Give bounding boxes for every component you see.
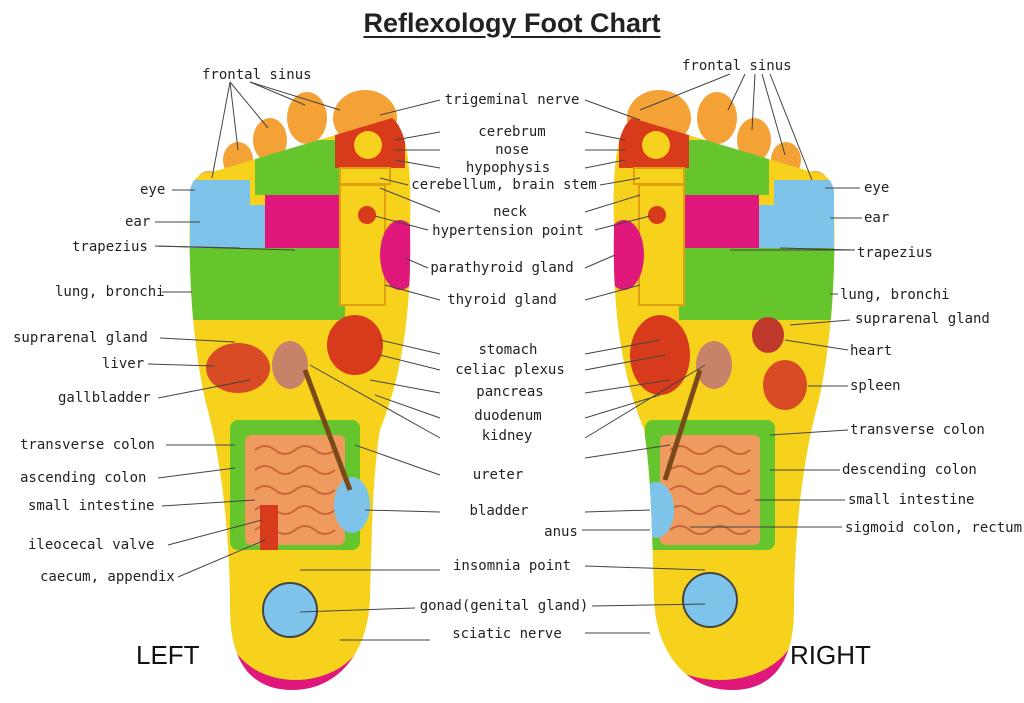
left-stomach <box>327 315 383 375</box>
label-left-trapezius: trapezius <box>72 239 148 255</box>
left-neck-point <box>358 206 376 224</box>
right-lung-green <box>679 248 835 320</box>
right-spleen <box>763 360 807 410</box>
label-right-transverse-colon: transverse colon <box>850 422 985 438</box>
label-neck: neck <box>493 204 527 220</box>
label-left-gallbladder: gallbladder <box>58 390 151 406</box>
label-pancreas: pancreas <box>476 384 543 400</box>
label-left-ear: ear <box>125 214 150 230</box>
label-right-suprarenal-gland: suprarenal gland <box>855 311 990 327</box>
side-label-left: LEFT <box>136 640 200 670</box>
right-parathyroid-magenta <box>613 220 644 290</box>
label-right-small-intestine: small intestine <box>848 492 974 508</box>
label-right-eye: eye <box>864 180 889 196</box>
right-intestine-coils <box>669 445 751 535</box>
label-bladder: bladder <box>469 503 528 519</box>
left-cerebrum-brain <box>354 131 382 159</box>
right-stomach <box>630 315 690 395</box>
label-insomnia-point: insomnia point <box>453 558 571 574</box>
label-sciatic-nerve: sciatic nerve <box>452 626 562 642</box>
right-trapezius-magenta <box>684 195 759 250</box>
right-cerebrum-brain <box>642 131 670 159</box>
label-celiac-plexus: celiac plexus <box>455 362 565 378</box>
left-bladder-blue <box>334 477 370 533</box>
right-toe-3 <box>737 118 771 162</box>
left-ear-blue <box>190 205 265 250</box>
left-toe-2 <box>287 92 327 144</box>
label-right-sigmoid-colon-rectum: sigmoid colon, rectum <box>845 520 1022 536</box>
label-cerebrum: cerebrum <box>478 124 545 140</box>
page-title: Reflexology Foot Chart <box>0 8 1024 39</box>
left-gonad <box>262 582 318 638</box>
label-left-transverse-colon: transverse colon <box>20 437 155 453</box>
label-right-spleen: spleen <box>850 378 901 394</box>
right-kidney <box>696 341 732 389</box>
label-cerebellum-brain-stem: cerebellum, brain stem <box>411 177 596 193</box>
page-title-text: Reflexology Foot Chart <box>363 8 661 38</box>
label-right-trapezius: trapezius <box>857 245 933 261</box>
label-parathyroid-gland: parathyroid gland <box>430 260 573 276</box>
right-gonad <box>682 572 738 628</box>
left-ureter <box>302 369 353 491</box>
right-heart <box>752 317 784 353</box>
right-thyroid-yellow <box>638 184 685 306</box>
label-ureter: ureter <box>473 467 524 483</box>
label-left-eye: eye <box>140 182 165 198</box>
right-cerebellum-yellow <box>633 167 685 185</box>
label-anus: anus <box>544 524 578 540</box>
leader-lines <box>147 73 862 641</box>
side-label-right: RIGHT <box>790 640 871 670</box>
right-ear-blue <box>759 205 834 250</box>
label-gonad: gonad(genital gland) <box>420 598 589 614</box>
label-left-caecum-appendix: caecum, appendix <box>40 569 175 585</box>
label-duodenum: duodenum <box>474 408 541 424</box>
label-right-ear: ear <box>864 210 889 226</box>
label-hypophysis: hypophysis <box>466 160 550 176</box>
right-neck-point <box>648 206 666 224</box>
label-hypertension-point: hypertension point <box>432 223 584 239</box>
label-left-frontal-sinus: frontal sinus <box>202 67 312 83</box>
right-foot <box>613 90 835 690</box>
label-right-frontal-sinus: frontal sinus <box>682 58 792 74</box>
label-kidney: kidney <box>482 428 533 444</box>
left-intestine-coils <box>254 445 336 535</box>
left-liver <box>206 343 270 393</box>
left-thyroid-yellow <box>339 184 386 306</box>
label-right-heart: heart <box>850 343 892 359</box>
left-lung-green <box>189 248 345 320</box>
label-thyroid-gland: thyroid gland <box>447 292 557 308</box>
label-left-liver: liver <box>102 356 144 372</box>
label-right-lung-bronchi: lung, bronchi <box>840 287 950 303</box>
left-cerebellum-yellow <box>339 167 391 185</box>
right-ureter <box>662 369 703 481</box>
label-left-small-intestine: small intestine <box>28 498 154 514</box>
left-ileocecal <box>260 505 278 550</box>
left-parathyroid-magenta <box>380 220 411 290</box>
right-toe-2 <box>697 92 737 144</box>
left-trapezius-magenta <box>265 195 340 250</box>
label-nose: nose <box>495 142 529 158</box>
label-right-descending-colon: descending colon <box>842 462 977 478</box>
left-kidney <box>272 341 308 389</box>
label-trigeminal-nerve: trigeminal nerve <box>445 92 580 108</box>
label-left-lung-bronchi: lung, bronchi <box>55 284 165 300</box>
label-left-ileocecal-valve: ileocecal valve <box>28 537 154 553</box>
label-stomach: stomach <box>478 342 537 358</box>
left-foot <box>189 90 411 690</box>
label-left-suprarenal-gland: suprarenal gland <box>13 330 148 346</box>
label-left-ascending-colon: ascending colon <box>20 470 146 486</box>
left-toe-3 <box>253 118 287 162</box>
